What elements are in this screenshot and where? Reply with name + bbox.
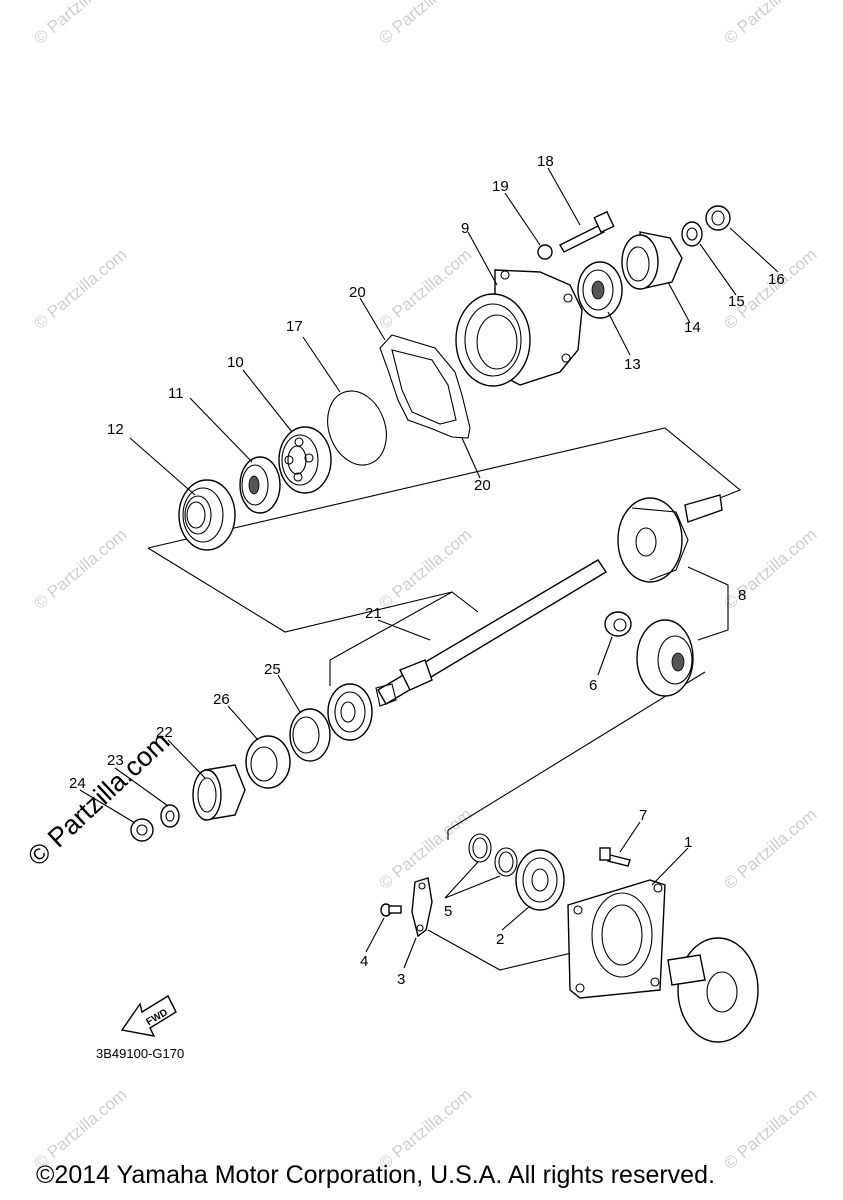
callout-23: 23: [107, 752, 124, 769]
callout-4: 4: [360, 953, 368, 970]
callout-24: 24: [69, 775, 86, 792]
watermark: © Partzilla.com: [30, 245, 130, 333]
part-6-nut: [604, 611, 632, 637]
part-5-shim: [468, 833, 518, 877]
watermark: © Partzilla.com: [375, 525, 475, 613]
callout-13: 13: [624, 356, 641, 373]
callout-2: 2: [496, 931, 504, 948]
watermark: © Partzilla.com: [720, 525, 820, 613]
callouts: 1 2 3 4 5 6 7 8 9 10 11 12 13 14 15 16 1…: [69, 153, 785, 988]
part-17-o-ring: [327, 390, 387, 466]
watermark: © Partzilla.com: [720, 1085, 820, 1173]
watermark: © Partzilla.com: [30, 0, 130, 48]
part-19-washer: [537, 244, 553, 260]
callout-12: 12: [107, 421, 124, 438]
callout-19: 19: [492, 178, 509, 195]
part-8-pinion-gear: [636, 619, 694, 697]
part-9-housing: [455, 269, 583, 387]
watermark: © Partzilla.com: [720, 805, 820, 893]
watermark: © Partzilla.com: [375, 0, 475, 48]
part-14-coupling: [621, 231, 683, 290]
callout-5: 5: [444, 903, 452, 920]
callout-6: 6: [589, 677, 597, 694]
callout-14: 14: [684, 319, 701, 336]
watermark: © Partzilla.com: [375, 1085, 475, 1173]
part-26-oil-seal: [245, 735, 291, 789]
callout-20-bottom: 20: [474, 477, 491, 494]
watermark: © Partzilla.com: [720, 0, 820, 48]
part-2-bearing: [515, 849, 565, 911]
leader-lines: [79, 167, 779, 969]
fwd-arrow-icon: FWD: [120, 995, 177, 1037]
part-7-bolt: [599, 847, 631, 867]
callout-8: 8: [738, 587, 746, 604]
part-15-washer: [681, 221, 703, 247]
part-22-joint: [192, 764, 246, 821]
watermark: © Partzilla.com: [30, 1085, 130, 1173]
part-16-nut: [705, 205, 731, 231]
copyright-text: ©2014 Yamaha Motor Corporation, U.S.A. A…: [36, 1161, 715, 1189]
callout-7: 7: [639, 807, 647, 824]
part-24-nut: [130, 818, 154, 842]
part-25-ring-nut: [289, 708, 331, 762]
part-21-shaft: [375, 559, 607, 707]
part-11-spline-collar: [239, 456, 281, 514]
callout-25: 25: [264, 661, 281, 678]
part-4-screw: [380, 903, 402, 917]
callout-11: 11: [168, 385, 184, 402]
part-25-bearing: [327, 683, 373, 741]
callout-1: 1: [684, 834, 692, 851]
part-1-driven-gear: [667, 937, 759, 1043]
part-8-bevel-gear: [617, 494, 723, 583]
watermark: © Partzilla.com: [30, 525, 130, 613]
callout-17: 17: [286, 318, 303, 335]
callout-20-top: 20: [349, 284, 366, 301]
callout-18: 18: [537, 153, 554, 170]
part-18-bolt: [559, 210, 615, 253]
part-3-plate: [411, 877, 433, 938]
callout-26: 26: [213, 691, 230, 708]
part-12-bearing: [178, 479, 236, 551]
watermark: © Partzilla.com: [720, 245, 820, 333]
part-20-gasket: [379, 334, 471, 439]
callout-15: 15: [728, 293, 745, 310]
part-13-bearing: [577, 261, 623, 319]
callout-3: 3: [397, 971, 405, 988]
callout-9: 9: [461, 220, 469, 237]
callout-22: 22: [156, 724, 173, 741]
callout-21: 21: [365, 605, 382, 622]
callout-16: 16: [768, 271, 785, 288]
diagram-code: 3B49100-G170: [96, 1046, 185, 1061]
part-10-bearing: [278, 426, 332, 494]
part-23-washer: [160, 804, 180, 828]
callout-10: 10: [227, 354, 244, 371]
part-1-housing: [567, 879, 666, 999]
